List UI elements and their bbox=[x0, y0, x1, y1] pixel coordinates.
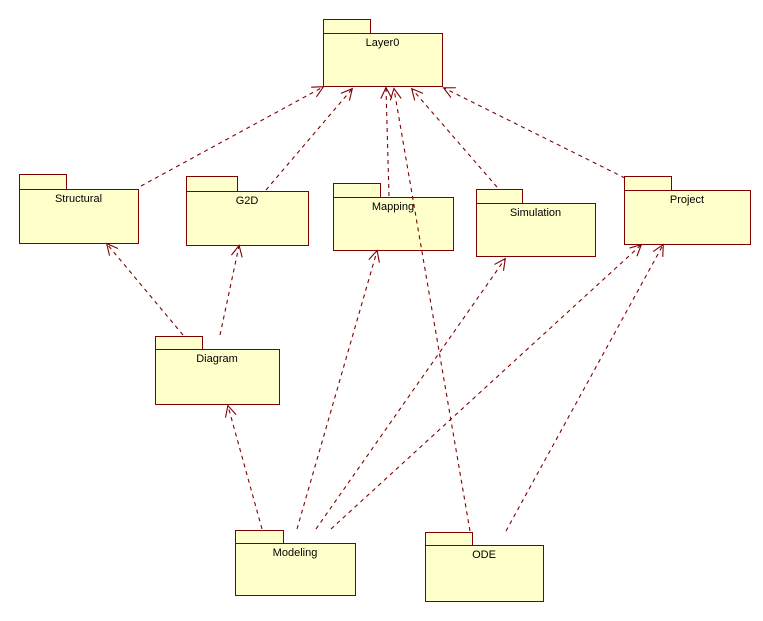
package-body[interactable] bbox=[333, 197, 454, 251]
dependency-diagram-to-structural[interactable] bbox=[105, 242, 184, 336]
dependency-g2d-to-layer0[interactable] bbox=[265, 87, 354, 191]
dependency-modeling-to-diagram[interactable] bbox=[224, 404, 263, 530]
package-body[interactable] bbox=[155, 349, 280, 405]
package-diagram[interactable]: Diagram bbox=[155, 336, 280, 405]
package-tab[interactable] bbox=[624, 176, 672, 191]
package-label: Mapping bbox=[372, 201, 414, 213]
dependency-modeling-to-project[interactable] bbox=[330, 243, 643, 530]
package-label: Simulation bbox=[510, 207, 561, 219]
package-body[interactable] bbox=[624, 190, 751, 245]
package-ode[interactable]: ODE bbox=[425, 532, 544, 602]
package-simulation[interactable]: Simulation bbox=[476, 189, 596, 257]
dependency-modeling-to-simulation[interactable] bbox=[315, 257, 506, 530]
package-tab[interactable] bbox=[333, 183, 381, 198]
package-label: Project bbox=[670, 194, 704, 206]
package-body[interactable] bbox=[425, 545, 544, 602]
dependency-simulation-to-layer0[interactable] bbox=[410, 87, 498, 188]
package-tab[interactable] bbox=[425, 532, 473, 546]
dependency-diagram-to-g2d[interactable] bbox=[219, 244, 243, 336]
package-project[interactable]: Project bbox=[624, 176, 751, 245]
dependency-mapping-to-layer0[interactable] bbox=[380, 86, 393, 197]
package-label: G2D bbox=[236, 195, 259, 207]
dependency-structural-to-layer0[interactable] bbox=[140, 86, 325, 187]
package-label: Structural bbox=[55, 193, 102, 205]
package-layer0[interactable]: Layer0 bbox=[323, 19, 443, 87]
package-tab[interactable] bbox=[19, 174, 67, 190]
package-label: ODE bbox=[472, 549, 496, 561]
package-g2d[interactable]: G2D bbox=[186, 176, 309, 246]
package-structural[interactable]: Structural bbox=[19, 174, 139, 244]
package-body[interactable] bbox=[323, 33, 443, 87]
dependency-ode-to-layer0[interactable] bbox=[389, 87, 471, 532]
package-label: Modeling bbox=[273, 547, 318, 559]
dependency-modeling-to-mapping[interactable] bbox=[296, 249, 380, 530]
package-body[interactable] bbox=[19, 189, 139, 244]
package-tab[interactable] bbox=[155, 336, 203, 350]
package-body[interactable] bbox=[235, 543, 356, 596]
dependency-project-to-layer0[interactable] bbox=[442, 87, 626, 179]
package-label: Layer0 bbox=[366, 37, 400, 49]
package-mapping[interactable]: Mapping bbox=[333, 183, 454, 251]
package-label: Diagram bbox=[196, 353, 238, 365]
package-tab[interactable] bbox=[323, 19, 371, 34]
dependencies-layer bbox=[105, 86, 664, 532]
dependency-ode-to-project[interactable] bbox=[505, 243, 664, 532]
package-body[interactable] bbox=[186, 191, 309, 246]
package-tab[interactable] bbox=[476, 189, 523, 204]
package-tab[interactable] bbox=[186, 176, 238, 192]
package-body[interactable] bbox=[476, 203, 596, 257]
package-modeling[interactable]: Modeling bbox=[235, 530, 356, 596]
package-tab[interactable] bbox=[235, 530, 284, 544]
